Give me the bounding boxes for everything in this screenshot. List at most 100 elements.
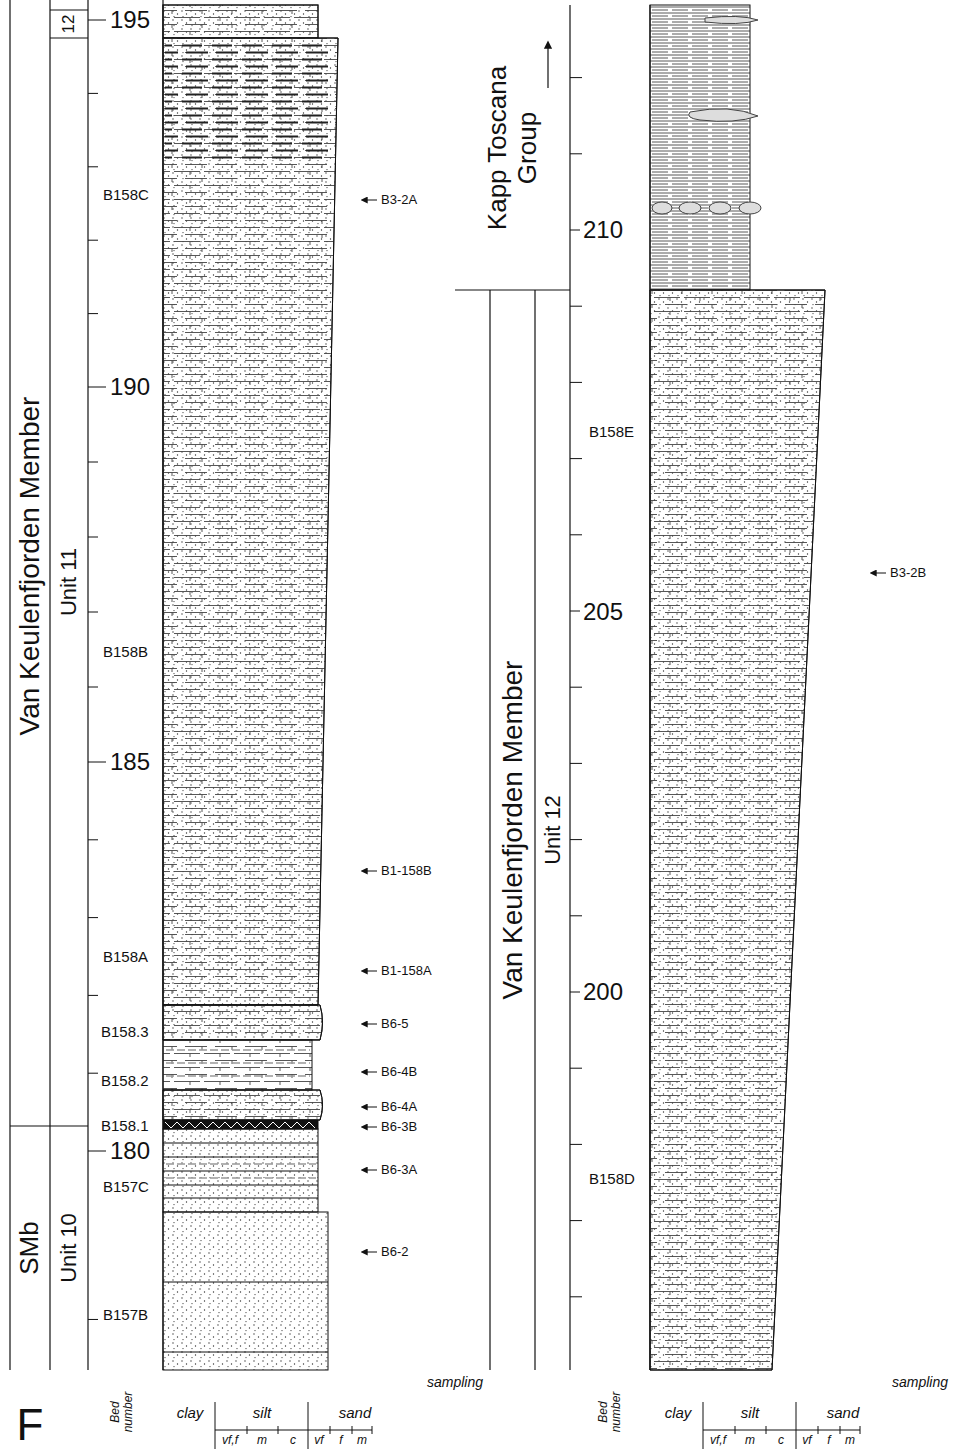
axis-label: f — [827, 1434, 830, 1447]
unit-band: Van Keulenfjorden Member — [10, 5, 50, 1126]
axis-label: silt — [253, 1405, 271, 1422]
unit-band: Van Keulenfjorden Member — [490, 290, 535, 1370]
axis-label: m — [845, 1434, 855, 1447]
sample-label: B6-2 — [381, 1245, 408, 1259]
sample-label: B3-2B — [890, 566, 926, 580]
bed-number: B158D — [589, 1171, 635, 1188]
column-heading: sampling — [892, 1375, 948, 1390]
sample-label: B1-158A — [381, 964, 432, 978]
depth-tick — [88, 93, 98, 94]
sample-label: B6-3B — [381, 1120, 417, 1134]
sample-label: B6-4A — [381, 1100, 417, 1114]
sample-arrow — [367, 1024, 377, 1025]
bed-number: B158E — [589, 424, 634, 441]
depth-tick — [570, 1220, 582, 1221]
depth-tick — [570, 230, 580, 231]
sample-label: B6-3A — [381, 1163, 417, 1177]
axis-label: c — [290, 1434, 296, 1447]
bed-number: B158.2 — [101, 1073, 149, 1090]
axis-label: Bed number — [109, 1390, 135, 1434]
depth-tick — [88, 1151, 106, 1152]
panel-letter: F — [17, 1401, 44, 1449]
unit-name: Kapp Toscana Group — [483, 53, 543, 243]
axis-label: m — [257, 1434, 267, 1447]
axis-label: sand — [827, 1405, 860, 1422]
depth-number: 200 — [583, 979, 623, 1005]
depth-tick — [570, 153, 582, 154]
unit-band: Unit 10 — [50, 1126, 88, 1370]
sample-arrow — [367, 971, 377, 972]
depth-tick — [88, 687, 98, 688]
axis-label: vf,f — [222, 1434, 238, 1447]
depth-tick — [88, 917, 98, 918]
unit-name: Unit 11 — [56, 548, 81, 616]
unit-band: Kapp Toscana Group — [455, 5, 570, 290]
depth-tick — [570, 763, 582, 764]
sample-arrow — [367, 1107, 377, 1108]
bed-number: B158.3 — [101, 1024, 149, 1041]
unit-band: SMb — [10, 1126, 50, 1370]
depth-tick — [88, 1319, 98, 1320]
axis-label: silt — [741, 1405, 759, 1422]
depth-number: 180 — [110, 1138, 150, 1164]
axis-label: vf — [314, 1434, 323, 1447]
depth-tick — [88, 995, 98, 996]
sample-arrow — [367, 200, 377, 201]
bed-number: B157B — [103, 1307, 148, 1324]
depth-tick — [570, 458, 582, 459]
sample-arrow — [367, 1072, 377, 1073]
bed-number: B158A — [103, 949, 148, 966]
unit-name: Van Keulenfjorden Member — [14, 396, 46, 735]
unit-name: Unit 10 — [56, 1213, 81, 1283]
unit-band: Unit 11 — [50, 38, 88, 1126]
unit-name: SMb — [15, 1221, 45, 1274]
axis-label: clay — [177, 1405, 204, 1422]
axis-label: clay — [665, 1405, 692, 1422]
bed-number: B158.1 — [101, 1118, 149, 1135]
depth-tick — [570, 1296, 582, 1297]
depth-number: 185 — [110, 749, 150, 775]
depth-tick — [570, 1144, 582, 1145]
depth-tick — [570, 611, 580, 612]
unit-band: 12 — [50, 10, 88, 38]
sample-arrow — [367, 1170, 377, 1171]
depth-tick — [88, 1073, 98, 1074]
unit-name: 12 — [59, 15, 79, 34]
column-heading: sampling — [427, 1375, 483, 1390]
sample-label: B3-2A — [381, 193, 417, 207]
unit-name: Unit 12 — [540, 795, 565, 865]
depth-tick — [88, 20, 106, 21]
depth-tick — [88, 387, 106, 388]
axis-label: sand — [339, 1405, 372, 1422]
depth-tick — [570, 839, 582, 840]
depth-tick — [88, 762, 106, 763]
depth-tick — [88, 313, 98, 314]
depth-number: 210 — [583, 217, 623, 243]
sample-arrow — [367, 1127, 377, 1128]
sample-label: B6-5 — [381, 1017, 408, 1031]
depth-tick — [570, 534, 582, 535]
depth-tick — [570, 687, 582, 688]
sample-arrow — [367, 1252, 377, 1253]
depth-tick — [88, 462, 98, 463]
axis-label: vf,f — [710, 1434, 726, 1447]
axis-label: Bed number — [597, 1390, 623, 1434]
depth-tick — [570, 306, 582, 307]
sample-label: B1-158B — [381, 864, 432, 878]
depth-tick — [88, 839, 98, 840]
depth-tick — [570, 915, 582, 916]
axis-label: vf — [802, 1434, 811, 1447]
unit-name: Van Keulenfjorden Member — [496, 661, 528, 1000]
sample-label: B6-4B — [381, 1065, 417, 1079]
depth-number: 190 — [110, 374, 150, 400]
axis-label: m — [357, 1434, 367, 1447]
depth-tick — [88, 612, 98, 613]
depth-tick — [570, 77, 582, 78]
depth-tick — [88, 240, 98, 241]
bed-number: B158B — [103, 644, 148, 661]
depth-tick — [88, 537, 98, 538]
depth-tick — [570, 992, 580, 993]
sample-arrow — [876, 573, 886, 574]
